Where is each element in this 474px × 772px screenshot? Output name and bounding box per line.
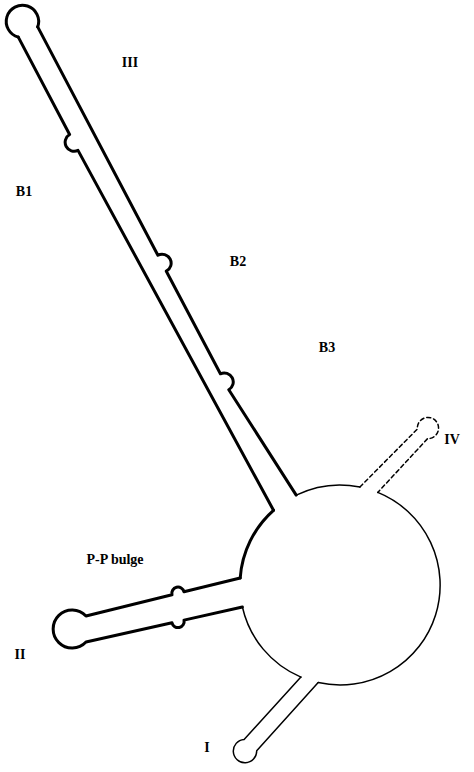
bulge-label: B2 bbox=[230, 255, 246, 269]
stem-iii-right-strand bbox=[38, 27, 297, 495]
junction-arc bbox=[296, 485, 360, 495]
stem-iv bbox=[360, 417, 439, 492]
bulge-label: P-P bulge bbox=[86, 553, 143, 567]
bulge-label: B1 bbox=[16, 185, 32, 199]
stem-ii bbox=[53, 578, 242, 648]
stem-iii-loop bbox=[6, 5, 38, 37]
stem-label: II bbox=[15, 648, 26, 662]
stem-label: I bbox=[204, 741, 209, 755]
stem-i bbox=[233, 677, 318, 763]
junction-arc-bold bbox=[240, 510, 273, 578]
junction-arc bbox=[318, 492, 440, 685]
bulge-label: B3 bbox=[319, 341, 335, 355]
stem-iii-left-strand bbox=[18, 37, 273, 510]
stem-label: IV bbox=[444, 433, 460, 447]
stem-label: III bbox=[122, 56, 138, 70]
junction-arc bbox=[242, 607, 301, 677]
